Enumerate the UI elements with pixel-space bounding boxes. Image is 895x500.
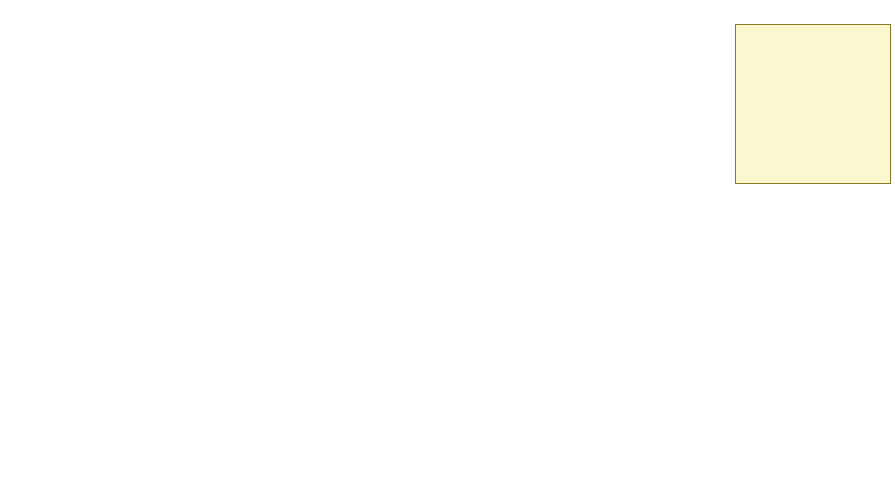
- notes-panel: [735, 24, 891, 184]
- watermark: [692, 464, 702, 494]
